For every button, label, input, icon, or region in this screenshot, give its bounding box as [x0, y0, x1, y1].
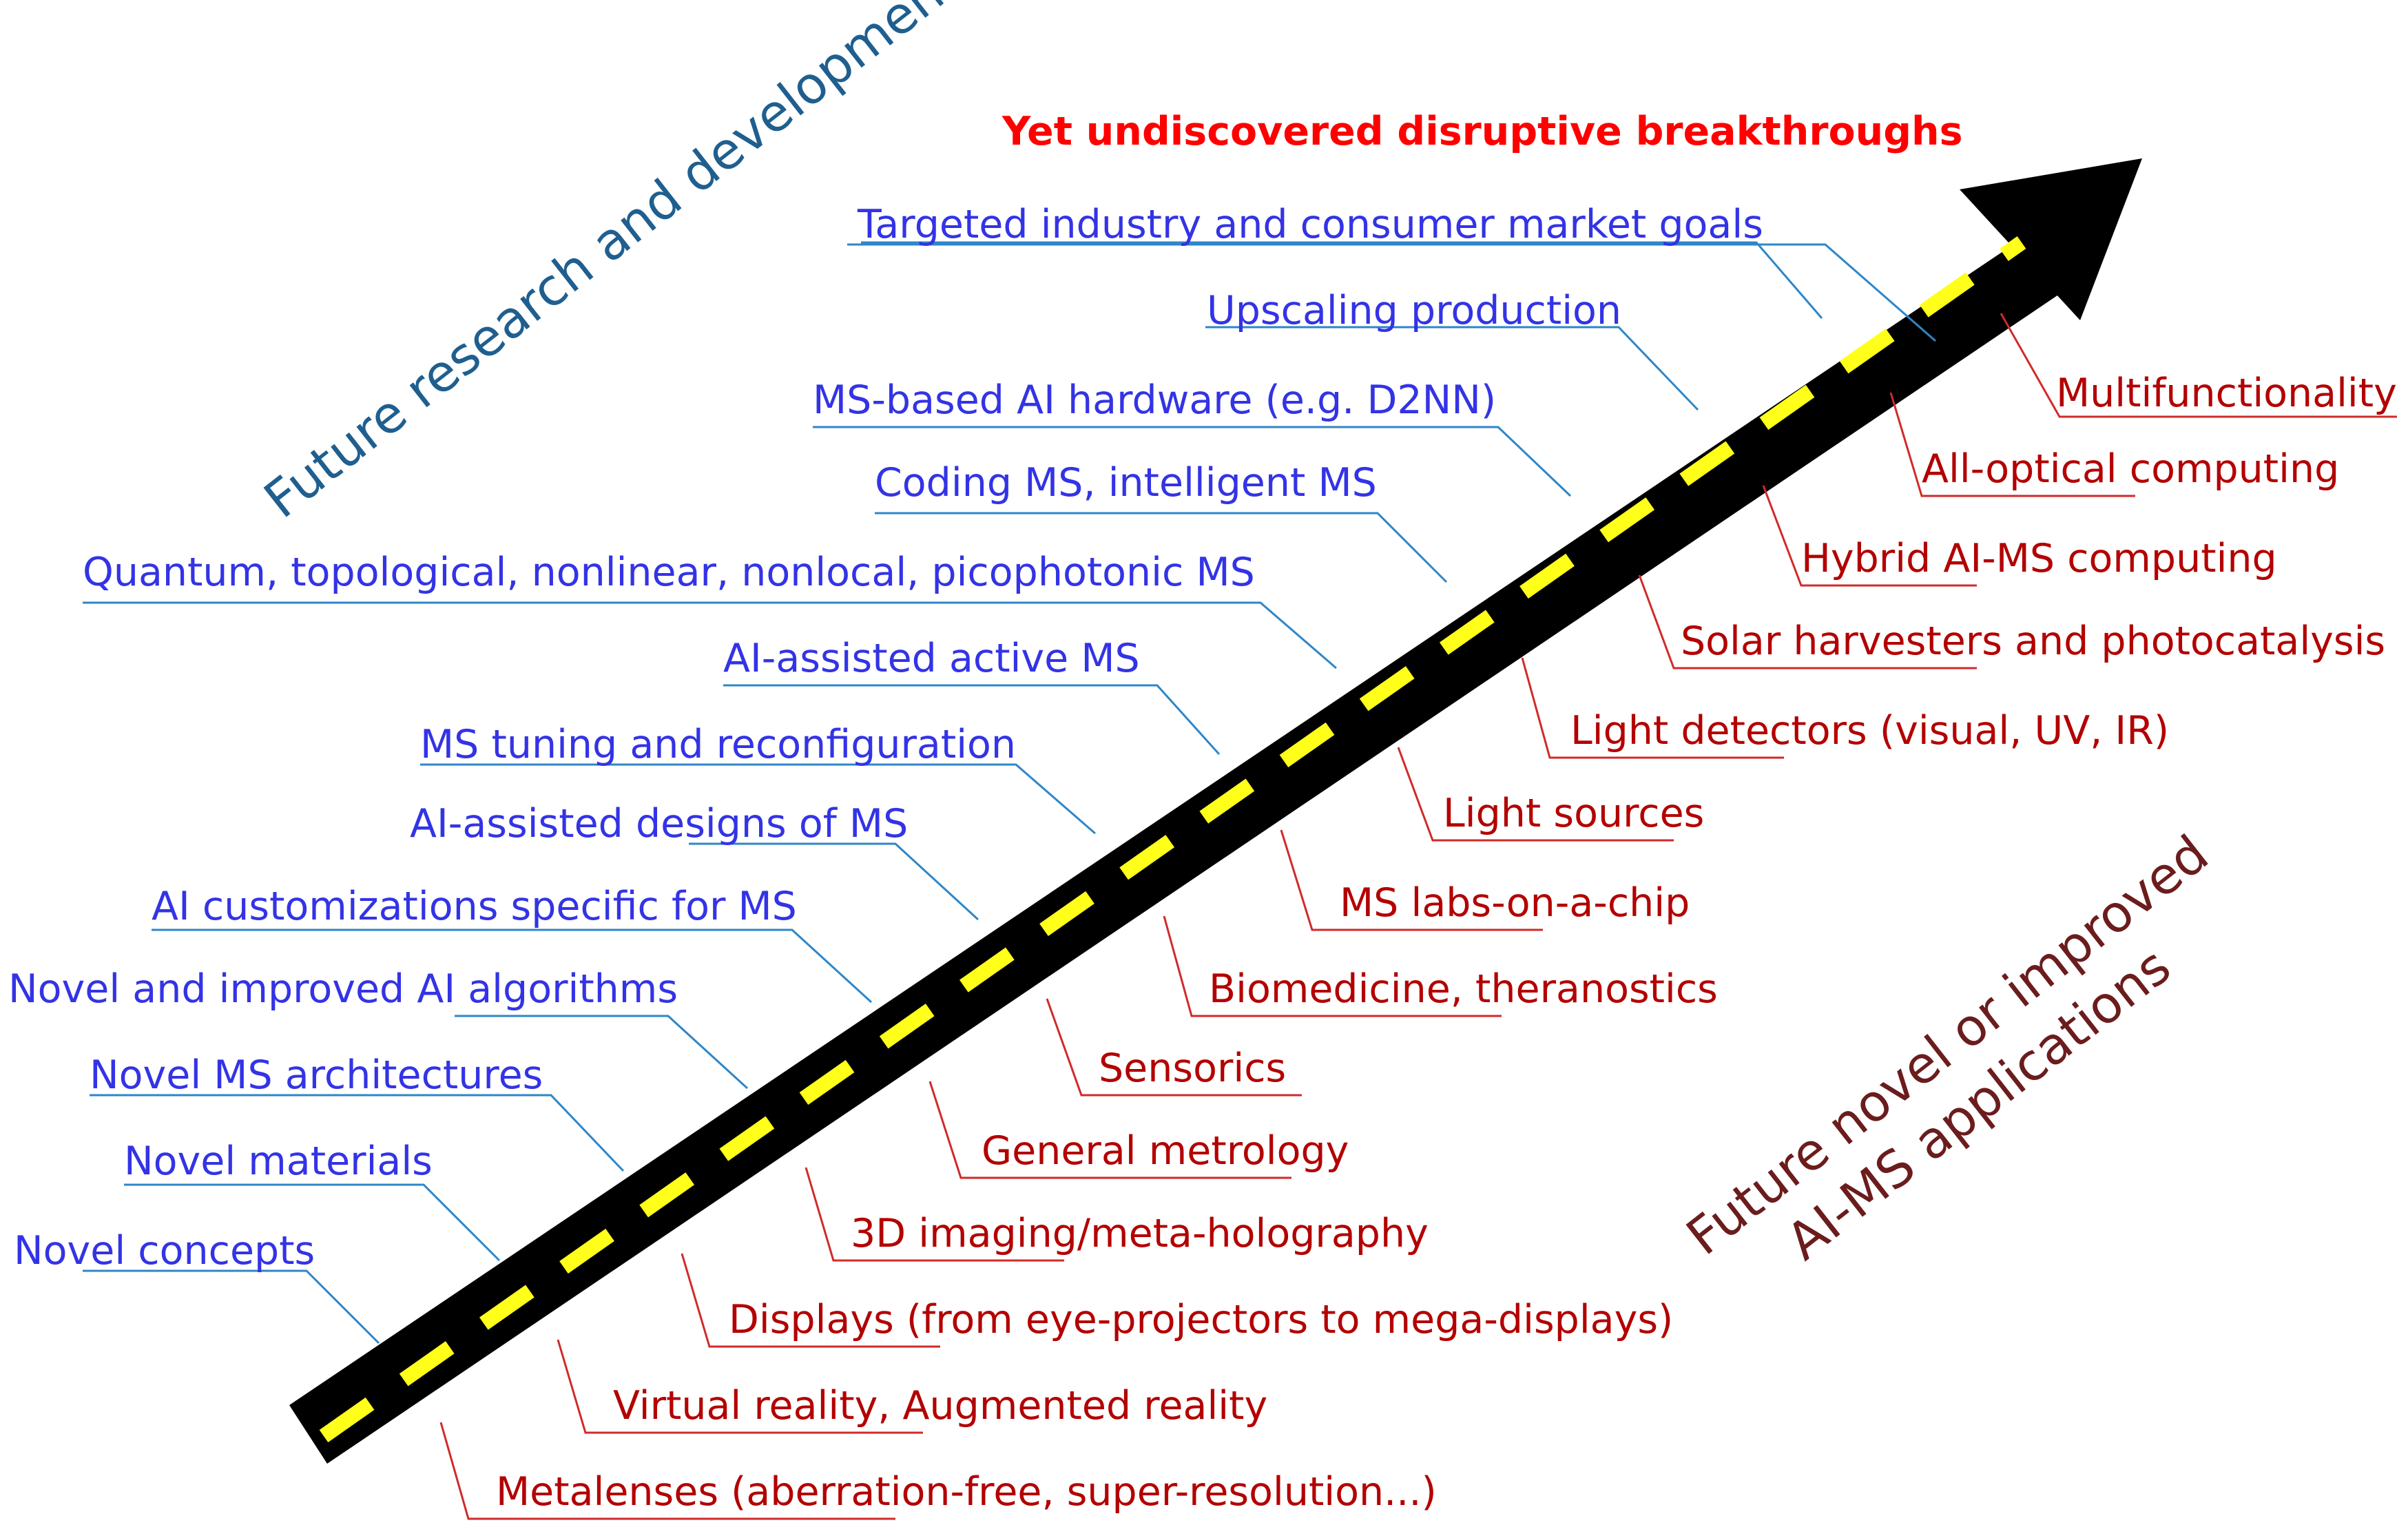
leader-line [813, 426, 1572, 497]
leader-line [1521, 657, 1784, 759]
leader-line [1889, 392, 2135, 497]
left-label: Novel and improved AI algorithms [8, 966, 678, 1012]
left-section-title: Future research and development [253, 0, 971, 530]
leader-line [875, 512, 1448, 583]
right-label: Multifunctionality [2056, 371, 2397, 416]
leader-line [1205, 326, 1699, 411]
leader-line [90, 1094, 625, 1172]
right-label: Sensorics [1099, 1046, 1286, 1091]
leader-line [1280, 829, 1543, 931]
leader-line [455, 1015, 749, 1090]
left-label: AI-assisted active MS [723, 636, 1140, 681]
left-label: AI-assisted designs of MS [410, 801, 908, 847]
right-label: Light sources [1443, 791, 1704, 836]
leader-line [2000, 313, 2397, 418]
left-label: Upscaling production [1207, 288, 1621, 333]
left-label: MS tuning and reconfiguration [420, 722, 1016, 767]
right-label: Biomedicine, theranostics [1209, 966, 1718, 1012]
left-leaders [83, 241, 1936, 1345]
left-label: Novel concepts [14, 1228, 315, 1274]
leader-line [681, 1253, 940, 1348]
leader-line [1638, 574, 1977, 670]
left-label: AI customizations specific for MS [152, 884, 797, 929]
right-label: Solar harvesters and photocatalysis [1681, 619, 2385, 664]
leader-line [723, 684, 1221, 756]
leader-line [83, 601, 1337, 670]
right-leaders [439, 313, 2397, 1520]
left-label: Novel materials [124, 1139, 433, 1184]
left-label: MS-based AI hardware (e.g. D2NN) [813, 377, 1496, 423]
right-label: All-optical computing [1922, 446, 2339, 492]
left-label: Coding MS, intelligent MS [875, 460, 1377, 506]
leader-line [861, 241, 1823, 319]
right-label: General metrology [982, 1128, 1349, 1174]
right-labels: Multifunctionality All-optical computing… [496, 371, 2397, 1515]
leader-line [805, 1167, 1064, 1262]
leader-line [83, 1269, 380, 1345]
leader-line [1397, 747, 1674, 842]
leader-line [439, 1422, 895, 1520]
right-label: Hybrid AI-MS computing [1801, 536, 2277, 581]
headline-breakthroughs: Yet undiscovered disruptive breakthrough… [1001, 109, 1963, 154]
leader-line [557, 1339, 923, 1434]
leader-line [1762, 485, 1977, 587]
right-title-line-1: Future novel or improved [1676, 824, 2219, 1267]
road-arrow [289, 158, 2142, 1464]
right-label: Metalenses (aberration-free, super-resol… [496, 1469, 1437, 1515]
left-label: Quantum, topological, nonlinear, nonloca… [83, 550, 1255, 595]
leader-line [928, 1081, 1291, 1179]
leader-line [1163, 915, 1502, 1017]
right-label: MS labs-on-a-chip [1340, 880, 1690, 926]
right-label: 3D imaging/meta-holography [851, 1211, 1429, 1256]
right-label: Light detectors (visual, UV, IR) [1570, 708, 2169, 754]
right-label: Virtual reality, Augmented reality [613, 1383, 1267, 1429]
road-center-stripe [319, 236, 2026, 1442]
leader-line [847, 243, 1936, 342]
leader-line [420, 763, 1096, 835]
arrow-head [1960, 158, 2142, 320]
leader-line [152, 928, 873, 1004]
left-labels: Targeted industry and consumer market go… [8, 202, 1763, 1274]
right-section-title: Future novel or improved AI-MS applicati… [1676, 824, 2219, 1272]
leader-line [124, 1183, 501, 1262]
leader-line [689, 842, 979, 921]
right-label: Displays (from eye-projectors to mega-di… [729, 1297, 1673, 1342]
left-label: Novel MS architectures [90, 1052, 543, 1098]
left-label: Targeted industry and consumer market go… [857, 202, 1763, 247]
leader-line [1046, 998, 1302, 1097]
